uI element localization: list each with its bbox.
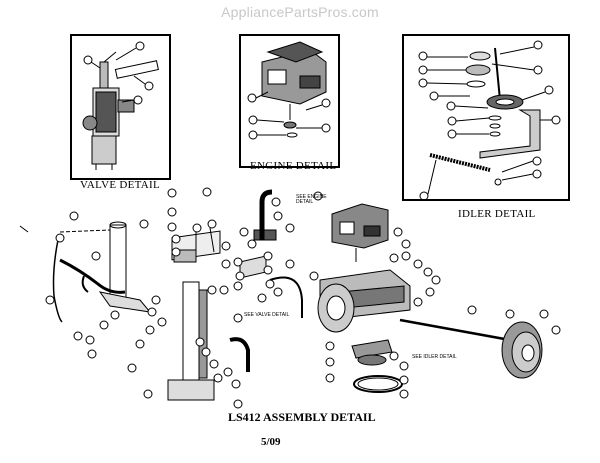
- main-assembly: [19, 187, 561, 409]
- engine-detail-label: ENGINE DETAIL: [250, 160, 337, 172]
- see-idler-detail-note: SEE IDLER DETAIL: [412, 354, 457, 360]
- assembly-title: LS412 ASSEMBLY DETAIL: [228, 410, 376, 424]
- valve-detail-label: VALVE DETAIL: [80, 179, 161, 191]
- watermark: AppliancePartsPros.com: [221, 4, 379, 20]
- revision-date: 5/09: [261, 436, 281, 448]
- engine-detail-box: [239, 34, 340, 168]
- see-engine-detail-note: SEE ENGINE DETAIL: [296, 194, 327, 205]
- see-valve-detail-note: SEE VALVE DETAIL: [244, 312, 290, 318]
- idler-illustration: [418, 40, 561, 201]
- engine-illustration: [247, 41, 331, 140]
- idler-detail-label: IDLER DETAIL: [458, 208, 536, 220]
- valve-illustration: [82, 41, 159, 170]
- idler-detail-box: [402, 34, 570, 201]
